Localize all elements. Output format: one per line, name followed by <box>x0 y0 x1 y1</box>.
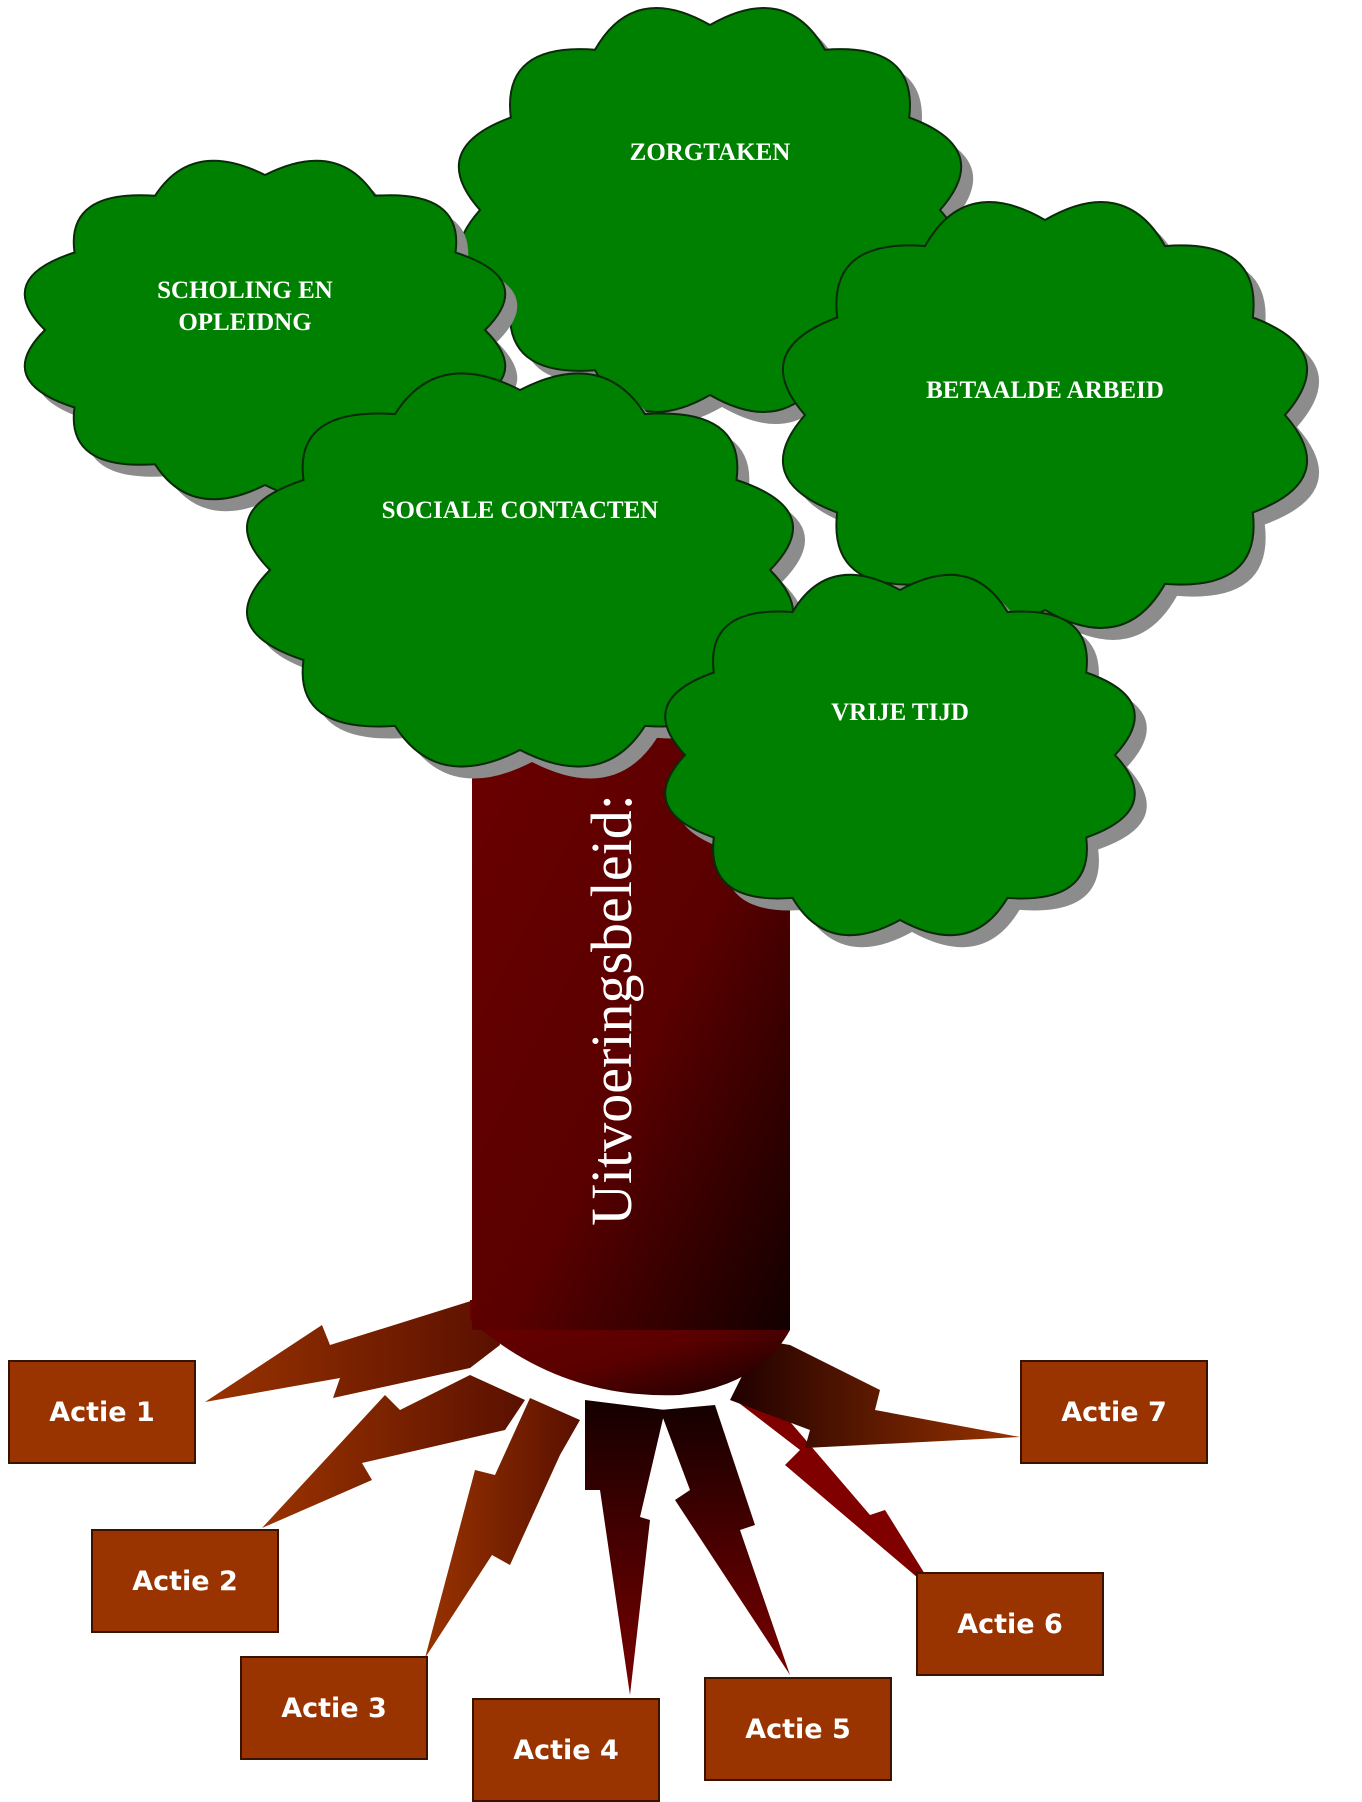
foliage: ZORGTAKEN SCHOLING EN OPLEIDNG BETAALDE ARB… <box>23 6 1320 948</box>
action-box-6[interactable]: Actie 6 <box>916 1572 1104 1676</box>
cloud-shape <box>781 201 1309 629</box>
action-label: Actie 4 <box>513 1734 619 1766</box>
action-box-3[interactable]: Actie 3 <box>240 1656 428 1760</box>
cloud-betaalde-arbeid: BETAALDE ARBEID <box>781 201 1320 640</box>
action-label: Actie 7 <box>1061 1396 1167 1428</box>
root-4 <box>585 1400 665 1695</box>
root-6 <box>735 1400 938 1595</box>
cloud-shape <box>245 372 795 768</box>
cloud-label: ZORGTAKEN <box>630 139 791 166</box>
action-label: Actie 1 <box>49 1396 155 1428</box>
cloud-sociale-contacten: SOCIALE CONTACTEN <box>245 372 806 779</box>
roots <box>205 1295 1020 1695</box>
action-label: Actie 3 <box>281 1692 387 1724</box>
action-box-1[interactable]: Actie 1 <box>8 1360 196 1464</box>
action-label: Actie 2 <box>132 1565 238 1597</box>
root-1 <box>205 1295 500 1402</box>
root-2 <box>262 1375 525 1528</box>
root-7 <box>730 1340 1020 1448</box>
cloud-label: OPLEIDNG <box>178 309 311 336</box>
cloud-label: SCHOLING EN <box>157 277 333 304</box>
action-label: Actie 5 <box>745 1713 851 1745</box>
action-box-2[interactable]: Actie 2 <box>91 1529 279 1633</box>
cloud-label: BETAALDE ARBEID <box>926 377 1164 404</box>
action-box-5[interactable]: Actie 5 <box>704 1677 892 1781</box>
cloud-label: VRIJE TIJD <box>831 699 969 726</box>
action-box-7[interactable]: Actie 7 <box>1020 1360 1208 1464</box>
root-5 <box>660 1405 790 1675</box>
cloud-shape <box>664 573 1136 937</box>
root-3 <box>425 1398 580 1658</box>
trunk-label: Uitvoeringsbeleid: <box>579 794 644 1226</box>
action-box-4[interactable]: Actie 4 <box>472 1698 660 1802</box>
cloud-vrije-tijd: VRIJE TIJD <box>664 573 1147 948</box>
action-label: Actie 6 <box>957 1608 1063 1640</box>
cloud-label: SOCIALE CONTACTEN <box>382 497 659 524</box>
